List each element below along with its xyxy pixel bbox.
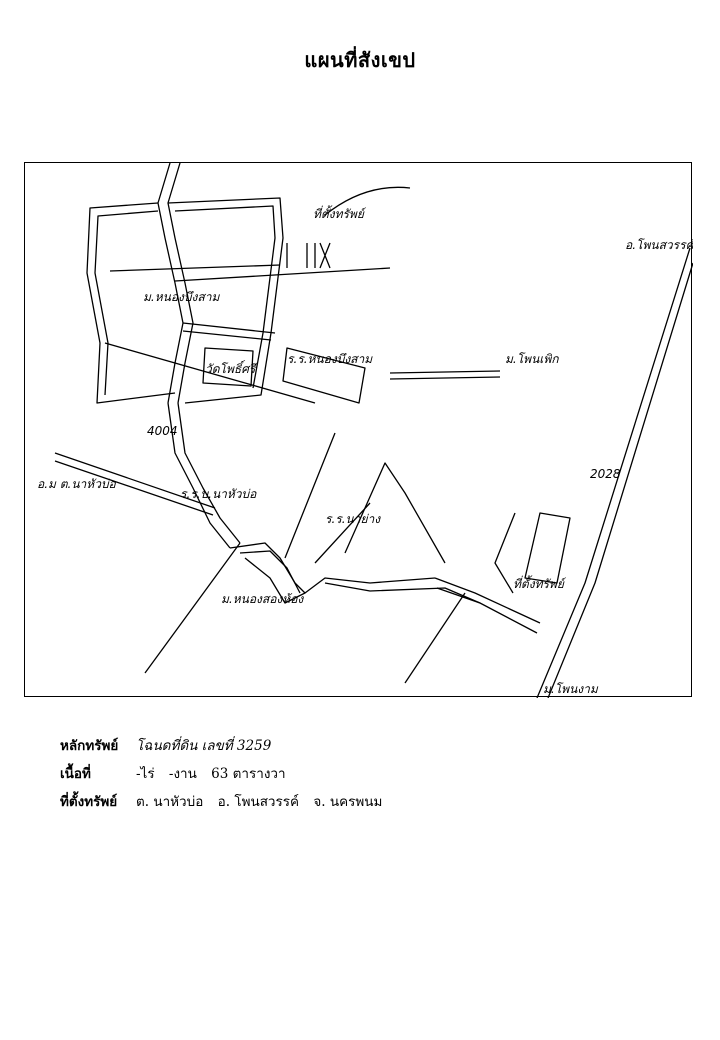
wat-box — [202, 347, 254, 387]
village-block-east — [167, 197, 284, 404]
map-label-ban-phon-ngam: ม.โพนงาม — [543, 682, 599, 696]
property-box-bottom — [524, 512, 571, 584]
sketch-map-drawing: ที่ตั้งทรัพย์ อ.โพนสวรรค์ ม.หนองบึงสาม ร… — [37, 163, 693, 698]
map-label-ban-nong-song-hong: ม.หนองสองห้อง — [221, 592, 304, 606]
location-amphoe: อ. โพนสวรรค์ — [217, 794, 300, 810]
area-rai: -ไร่ — [136, 766, 155, 782]
area-row: เนื้อที่ -ไร่ -งาน 63 ตารางวา — [60, 760, 392, 788]
location-row: ที่ตั้งทรัพย์ ต. นาหัวบ่อ อ. โพนสวรรค์ จ… — [60, 788, 392, 816]
location-changwat: จ. นครพนม — [313, 794, 383, 810]
map-label-road-4004: 4004 — [147, 424, 178, 438]
map-label-school-na-yang: ร.ร.นาย่าง — [325, 512, 381, 526]
road-north-outer — [157, 163, 184, 404]
village-loop-inner — [94, 210, 159, 396]
map-label-property-location: ที่ตั้งทรัพย์ — [313, 205, 367, 221]
location-tambon: ต. นาหัวบ่อ — [136, 794, 204, 810]
page-title: แผนที่สังเขป — [304, 48, 416, 72]
property-label: หลักทรัพย์ — [60, 738, 119, 754]
map-label-road-2028: 2028 — [590, 467, 621, 481]
area-ngan: -งาน — [168, 766, 197, 782]
village-loop-outer — [86, 202, 176, 404]
sketch-map: ที่ตั้งทรัพย์ อ.โพนสวรรค์ ม.หนองบึงสาม ร… — [24, 162, 693, 698]
map-label-ban-nong-bueng-sam: ม.หนองบึงสาม — [143, 290, 220, 304]
property-value: โฉนดที่ดิน เลขที่ 3259 — [136, 738, 272, 754]
location-label: ที่ตั้งทรัพย์ — [60, 794, 118, 810]
area-wa: 63 ตารางวา — [211, 766, 286, 782]
school-box — [282, 347, 366, 404]
property-row: หลักทรัพย์ โฉนดที่ดิน เลขที่ 3259 — [60, 732, 392, 760]
map-label-school-nong-bueng-sam: ร.ร.หนองบึงสาม — [287, 352, 373, 366]
map-label-property-location-2: ที่ตั้งทรัพย์ — [513, 575, 567, 591]
property-info: หลักทรัพย์ โฉนดที่ดิน เลขที่ 3259 เนื้อท… — [60, 732, 392, 816]
area-label: เนื้อที่ — [60, 766, 91, 782]
map-label-wat-pho-si: วัดโพธิ์ศรี — [205, 360, 257, 376]
map-label-tambon-na-hua-bo: อ.ม ต.นาหัวบ่อ — [37, 477, 117, 491]
map-label-school-na-hua-bo: ร.ร.บ.นาหัวบ่อ — [180, 487, 257, 501]
map-label-amphoe-phon-sawan: อ.โพนสวรรค์ — [625, 238, 693, 252]
property-x-mark-top — [314, 242, 331, 269]
map-label-ban-phon-phoek: ม.โพนเพิก — [505, 352, 559, 366]
